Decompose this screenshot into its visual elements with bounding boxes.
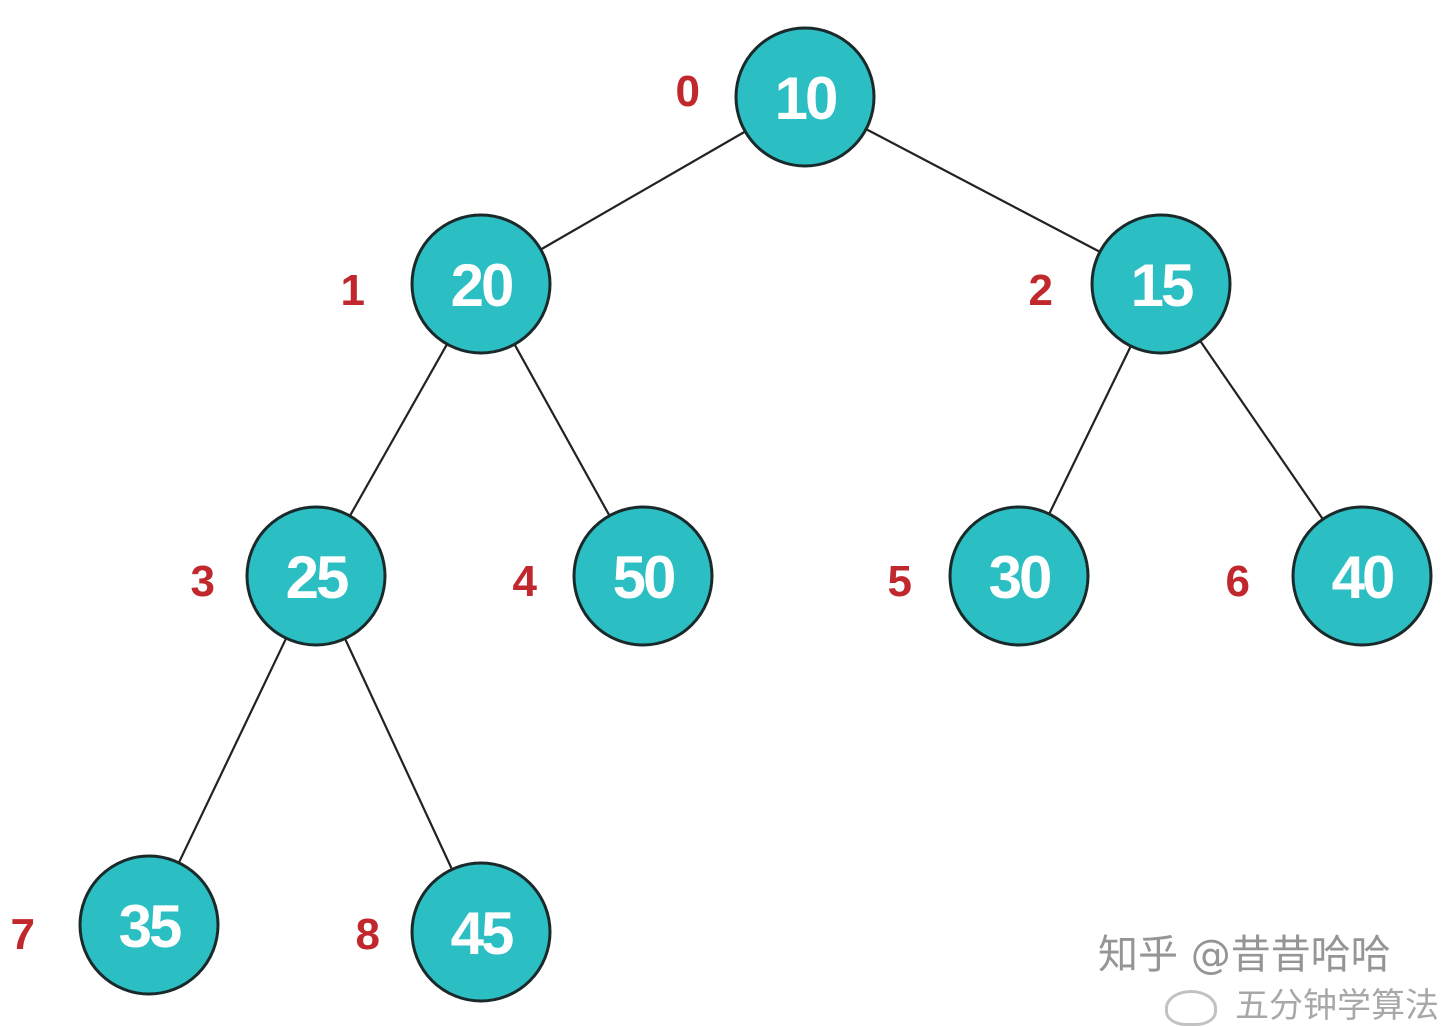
node-circle	[1291, 505, 1433, 647]
edge-3-8	[344, 638, 453, 870]
node-value: 10	[775, 65, 836, 132]
node-circle	[78, 854, 220, 996]
node-index-label: 4	[513, 557, 538, 606]
edge-0-1	[540, 130, 746, 251]
node-circle	[572, 505, 714, 647]
node-value: 15	[1131, 252, 1193, 319]
edge-1-4	[513, 343, 611, 517]
tree-node-8: 45 8	[356, 861, 552, 1003]
node-value: 40	[1332, 544, 1393, 611]
node-index-label: 5	[888, 557, 912, 606]
node-circle	[410, 213, 552, 355]
node-value: 30	[989, 544, 1050, 611]
node-value: 45	[451, 900, 513, 967]
node-circle	[1090, 213, 1232, 355]
node-value: 50	[613, 544, 674, 611]
node-value: 20	[451, 252, 512, 319]
node-circle	[410, 861, 552, 1003]
node-index-label: 1	[341, 266, 365, 315]
node-index-label: 6	[1226, 557, 1250, 606]
node-index-label: 2	[1029, 266, 1053, 315]
edge-2-5	[1048, 345, 1132, 515]
watermark-zhihu: 知乎 @昔昔哈哈	[1098, 932, 1391, 978]
nodes-layer: 10 0 20 1 15 2 25 3 50 4 30 5 40 6 35 7 45 8	[11, 26, 1433, 1003]
node-circle	[948, 505, 1090, 647]
edge-0-2	[865, 128, 1101, 253]
node-index-label: 8	[356, 910, 380, 959]
node-index-label: 7	[11, 910, 35, 959]
edge-3-7	[177, 637, 288, 864]
tree-node-6: 40 6	[1226, 505, 1433, 647]
edge-2-6	[1199, 340, 1324, 520]
node-value: 25	[286, 544, 348, 611]
node-circle	[734, 26, 876, 168]
node-value: 35	[119, 893, 181, 960]
node-index-label: 3	[191, 557, 215, 606]
node-circle	[245, 505, 387, 647]
tree-node-0: 10 0	[676, 26, 876, 168]
edges-layer	[177, 128, 1324, 870]
tree-node-1: 20 1	[341, 213, 552, 355]
tree-node-2: 15 2	[1029, 213, 1232, 355]
node-index-label: 0	[676, 67, 700, 116]
tree-node-7: 35 7	[11, 854, 220, 996]
tree-node-5: 30 5	[888, 505, 1090, 647]
edge-1-3	[348, 343, 449, 517]
watermark-sub-text: 五分钟学算法	[1235, 986, 1439, 1026]
tree-node-3: 25 3	[191, 505, 387, 647]
watermark-wechat: 五分钟学算法	[1165, 978, 1439, 1027]
tree-node-4: 50 4	[513, 505, 714, 647]
